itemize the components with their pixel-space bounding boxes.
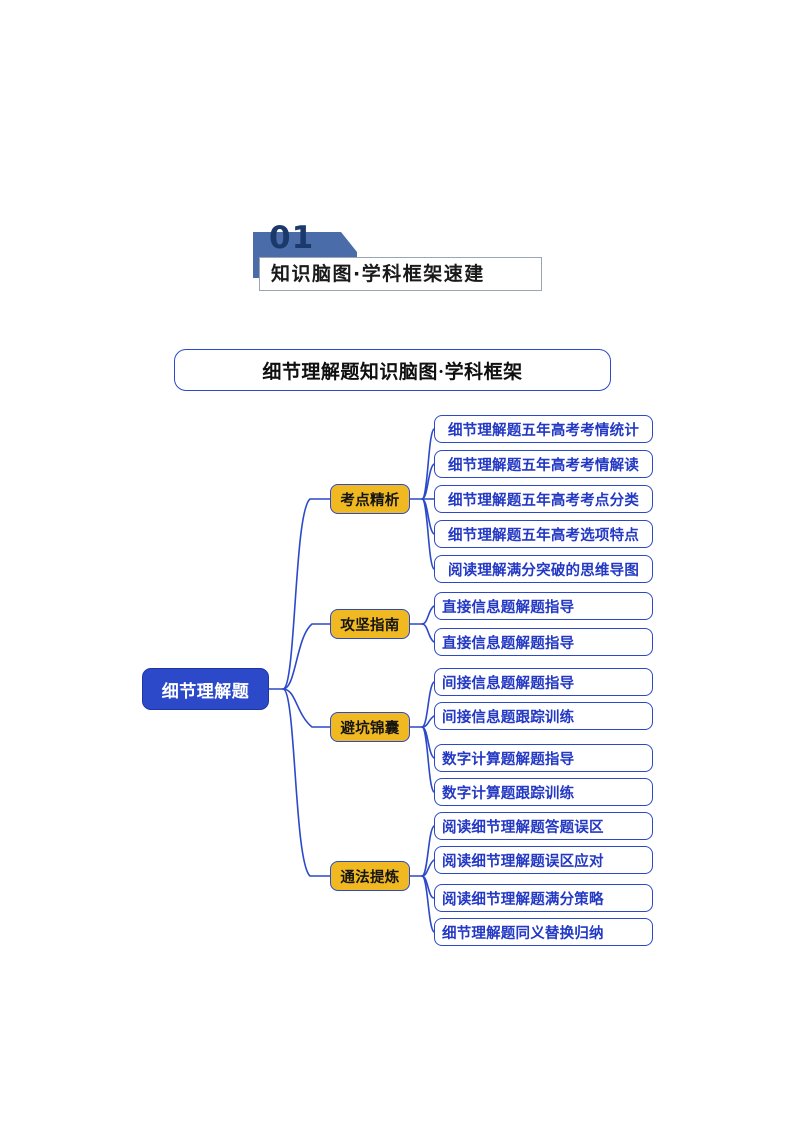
- leaf-node-b1-5-label: 阅读理解满分突破的思维导图: [447, 562, 640, 579]
- connector-b3-leaf-2: [421, 715, 435, 728]
- leaf-node-b3-3[interactable]: 数字计算题解题指导: [434, 744, 653, 772]
- connector-root-to-branch-2: [282, 623, 331, 690]
- branch-node-4-label: 通法提炼: [340, 869, 400, 886]
- leaf-node-b1-4-label: 细节理解题五年高考选项特点: [447, 527, 640, 544]
- connector-b4-leaf-2: [421, 859, 435, 877]
- connector-b4-leaf-4: [421, 875, 435, 933]
- leaf-node-b2-2[interactable]: 直接信息题解题指导: [434, 628, 653, 656]
- leaf-node-b4-4-label: 细节理解题同义替换归纳: [442, 925, 604, 942]
- connector-b3-leaf-3: [421, 726, 435, 759]
- leaf-node-b4-1-label: 阅读细节理解题答题误区: [442, 819, 604, 836]
- connector-b1-leaf-5: [421, 498, 435, 570]
- banner-title-box: 知识脑图·学科框架速建: [259, 257, 542, 291]
- leaf-node-b4-1[interactable]: 阅读细节理解题答题误区: [434, 812, 653, 840]
- leaf-node-b2-1-label: 直接信息题解题指导: [442, 599, 575, 616]
- connector-b3-leaf-1: [421, 681, 435, 728]
- connector-b1-leaf-4: [421, 498, 435, 535]
- connector-b1-leaf-1: [421, 428, 435, 500]
- section-number: 01: [269, 220, 315, 256]
- connector-b2-leaf-2: [421, 623, 435, 643]
- connector-root-to-branch-4: [282, 688, 331, 877]
- connector-b4-leaf-3: [421, 875, 435, 899]
- leaf-node-b4-4[interactable]: 细节理解题同义替换归纳: [434, 918, 653, 946]
- leaf-node-b3-2[interactable]: 间接信息题跟踪训练: [434, 702, 653, 730]
- leaf-node-b3-1-label: 间接信息题解题指导: [442, 675, 575, 692]
- leaf-node-b4-3[interactable]: 阅读细节理解题满分策略: [434, 884, 653, 912]
- branch-node-2-label: 攻坚指南: [340, 617, 400, 634]
- connector-root-to-branch-3: [282, 688, 331, 728]
- leaf-node-b4-3-label: 阅读细节理解题满分策略: [442, 891, 604, 908]
- leaf-node-b3-4[interactable]: 数字计算题跟踪训练: [434, 778, 653, 806]
- leaf-node-b1-2[interactable]: 细节理解题五年高考考情解读: [434, 450, 653, 478]
- leaf-node-b4-2[interactable]: 阅读细节理解题误区应对: [434, 846, 653, 874]
- branch-node-1-label: 考点精析: [340, 492, 400, 509]
- leaf-node-b1-4[interactable]: 细节理解题五年高考选项特点: [434, 520, 653, 548]
- leaf-node-b3-2-label: 间接信息题跟踪训练: [442, 709, 575, 726]
- mindmap-title-text: 细节理解题知识脑图·学科框架: [262, 361, 523, 383]
- leaf-node-b3-3-label: 数字计算题解题指导: [442, 751, 575, 768]
- connector-root-to-branch-1: [282, 498, 331, 690]
- banner-title-text: 知识脑图·学科框架速建: [271, 263, 485, 285]
- branch-node-3-label: 避坑锦囊: [340, 720, 400, 737]
- mindmap-root-label: 细节理解题: [161, 681, 250, 701]
- connector-b1-leaf-2: [421, 463, 435, 500]
- connector-b2-leaf-1: [421, 605, 435, 625]
- leaf-node-b1-3-label: 细节理解题五年高考考点分类: [447, 492, 640, 509]
- leaf-node-b1-1-label: 细节理解题五年高考考情统计: [447, 422, 640, 439]
- mindmap-title-box: 细节理解题知识脑图·学科框架: [174, 349, 611, 391]
- leaf-node-b4-2-label: 阅读细节理解题误区应对: [442, 853, 604, 870]
- mindmap-root-node[interactable]: 细节理解题: [142, 668, 269, 710]
- leaf-node-b1-5[interactable]: 阅读理解满分突破的思维导图: [434, 555, 653, 583]
- leaf-node-b3-1[interactable]: 间接信息题解题指导: [434, 668, 653, 696]
- branch-node-4[interactable]: 通法提炼: [330, 861, 410, 891]
- connector-b4-leaf-1: [421, 825, 435, 877]
- branch-node-2[interactable]: 攻坚指南: [330, 609, 410, 639]
- leaf-node-b3-4-label: 数字计算题跟踪训练: [442, 785, 575, 802]
- branch-node-1[interactable]: 考点精析: [330, 484, 410, 514]
- leaf-node-b1-3[interactable]: 细节理解题五年高考考点分类: [434, 485, 653, 513]
- leaf-node-b1-2-label: 细节理解题五年高考考情解读: [447, 457, 640, 474]
- branch-node-3[interactable]: 避坑锦囊: [330, 712, 410, 742]
- leaf-node-b1-1[interactable]: 细节理解题五年高考考情统计: [434, 415, 653, 443]
- section-banner: 01 知识脑图·学科框架速建: [253, 223, 553, 294]
- leaf-node-b2-2-label: 直接信息题解题指导: [442, 635, 575, 652]
- leaf-node-b2-1[interactable]: 直接信息题解题指导: [434, 592, 653, 620]
- connector-b3-leaf-4: [421, 726, 435, 793]
